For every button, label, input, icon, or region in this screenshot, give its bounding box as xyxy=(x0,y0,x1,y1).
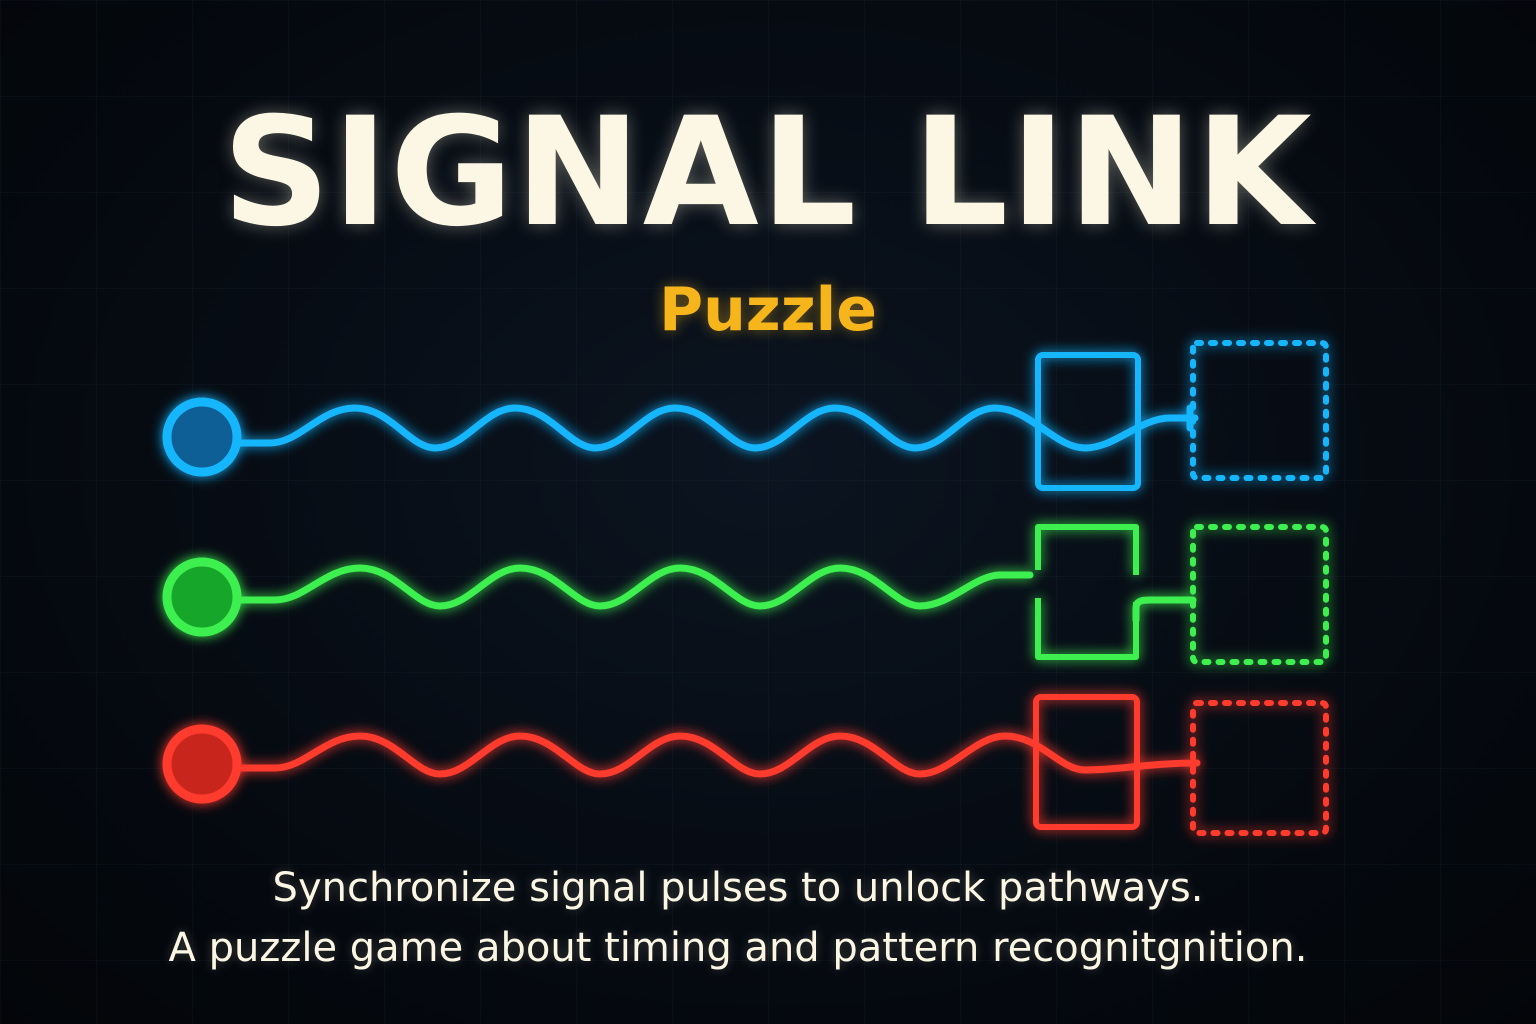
game-subtitle: Puzzle xyxy=(659,275,877,345)
red-source-node[interactable] xyxy=(162,724,242,804)
green-gate-box[interactable] xyxy=(1035,524,1139,660)
red-target-slot[interactable] xyxy=(1190,700,1329,836)
blue-gate-box[interactable] xyxy=(1035,352,1141,491)
red-wave-path xyxy=(236,732,1201,778)
red-gate-box[interactable] xyxy=(1033,694,1140,830)
green-target-slot[interactable] xyxy=(1190,524,1329,665)
blue-target-slot[interactable] xyxy=(1190,340,1329,481)
game-title: SIGNAL LINK xyxy=(222,86,1314,260)
tagline-line-2: A puzzle game about timing and pattern r… xyxy=(168,925,1308,971)
signal-row-red[interactable] xyxy=(162,694,1329,836)
green-wave-path xyxy=(236,564,1034,610)
signal-row-green[interactable] xyxy=(162,524,1329,665)
blue-source-node[interactable] xyxy=(162,397,242,477)
green-exit-path xyxy=(1132,596,1197,624)
green-source-node[interactable] xyxy=(162,557,242,637)
blue-wave-path xyxy=(236,404,1199,452)
signal-row-blue[interactable] xyxy=(162,340,1329,491)
tagline-line-1: Synchronize signal pulses to unlock path… xyxy=(272,865,1204,911)
